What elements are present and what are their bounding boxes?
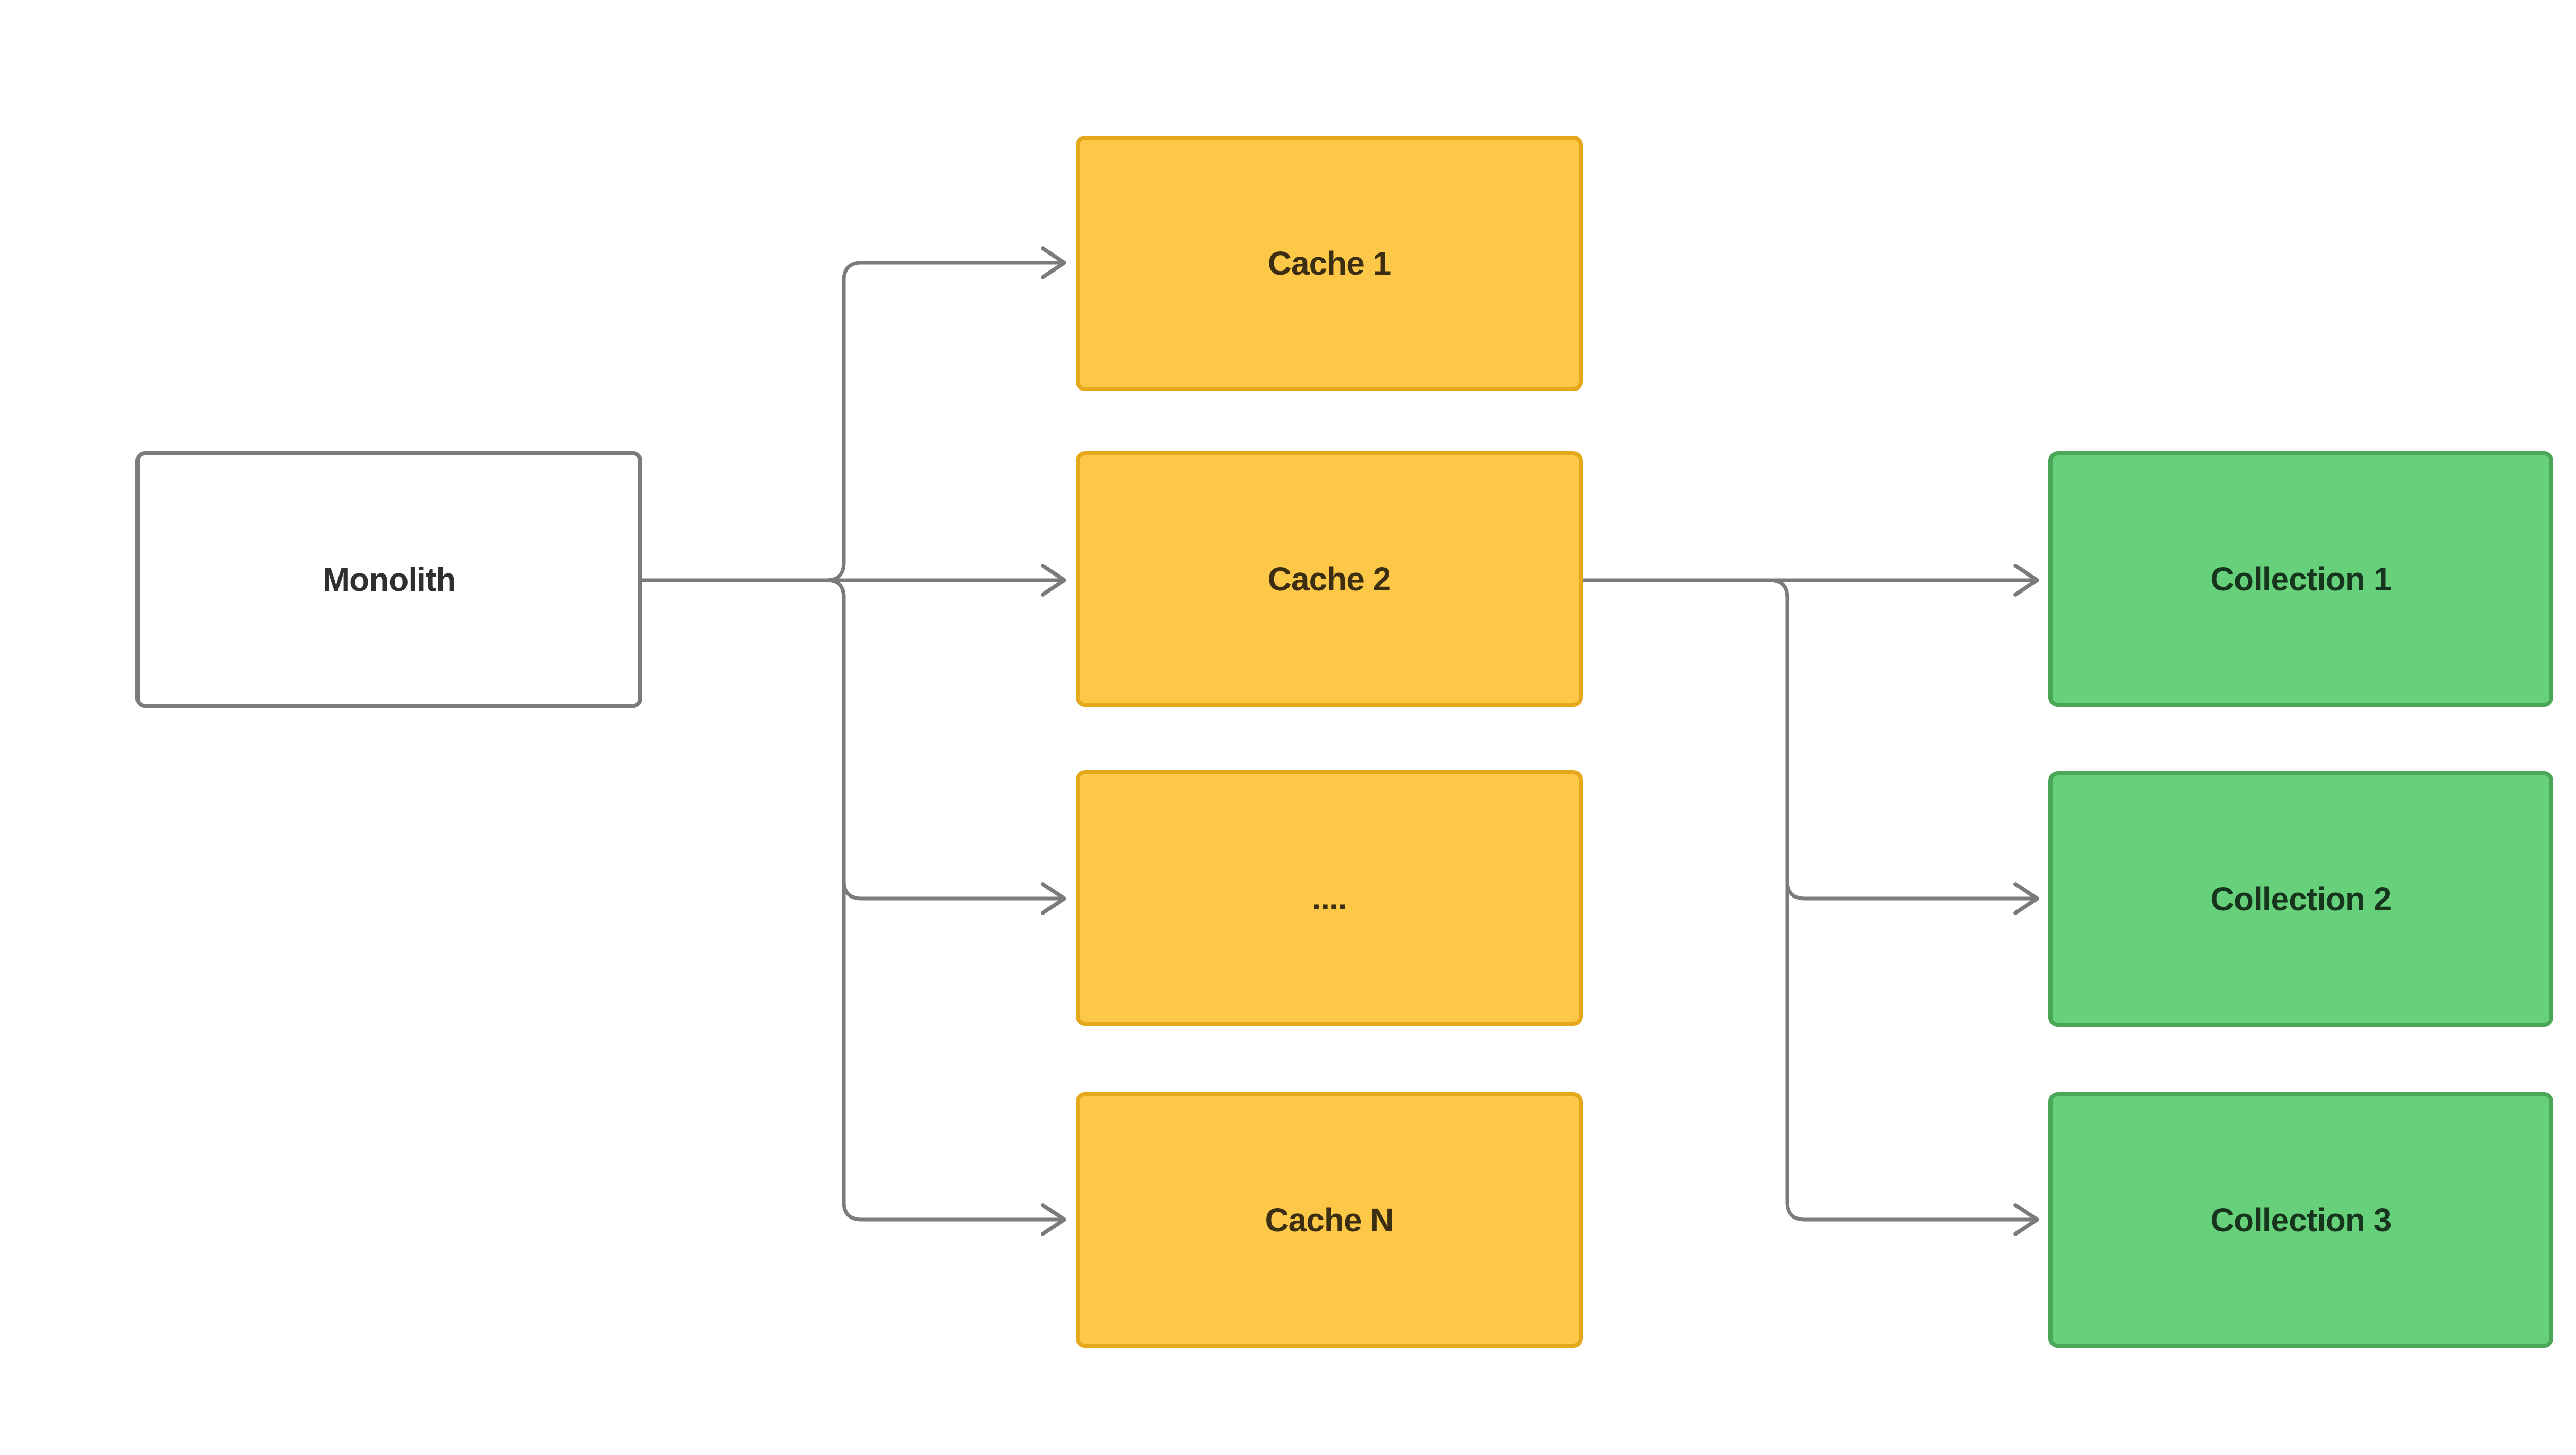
edge-monolith-cacheN (642, 578, 1066, 1236)
node-cache-ellipsis-label: .... (1312, 879, 1347, 917)
node-cache-n-label: Cache N (1265, 1202, 1394, 1239)
node-cache-2: Cache 2 (1076, 451, 1583, 707)
node-cache-ellipsis: .... (1076, 770, 1583, 1026)
node-cache-1: Cache 1 (1076, 136, 1583, 391)
node-collection-2-label: Collection 2 (2210, 881, 2392, 918)
node-monolith: Monolith (135, 451, 642, 708)
node-collection-1-label: Collection 1 (2210, 561, 2392, 598)
node-collection-1: Collection 1 (2048, 451, 2553, 707)
node-collection-3-label: Collection 3 (2210, 1202, 2392, 1239)
node-cache-2-label: Cache 2 (1267, 561, 1391, 598)
node-cache-n: Cache N (1076, 1092, 1583, 1348)
edge-cache2-collection3 (1583, 578, 2039, 1236)
edge-monolith-cache1 (642, 246, 1066, 582)
node-collection-3: Collection 3 (2048, 1092, 2553, 1348)
edge-monolith-cache-more (642, 578, 1066, 915)
edge-cache2-collection2 (1583, 578, 2039, 915)
node-cache-1-label: Cache 1 (1267, 245, 1391, 282)
node-collection-2: Collection 2 (2048, 771, 2553, 1027)
node-monolith-label: Monolith (322, 561, 456, 598)
